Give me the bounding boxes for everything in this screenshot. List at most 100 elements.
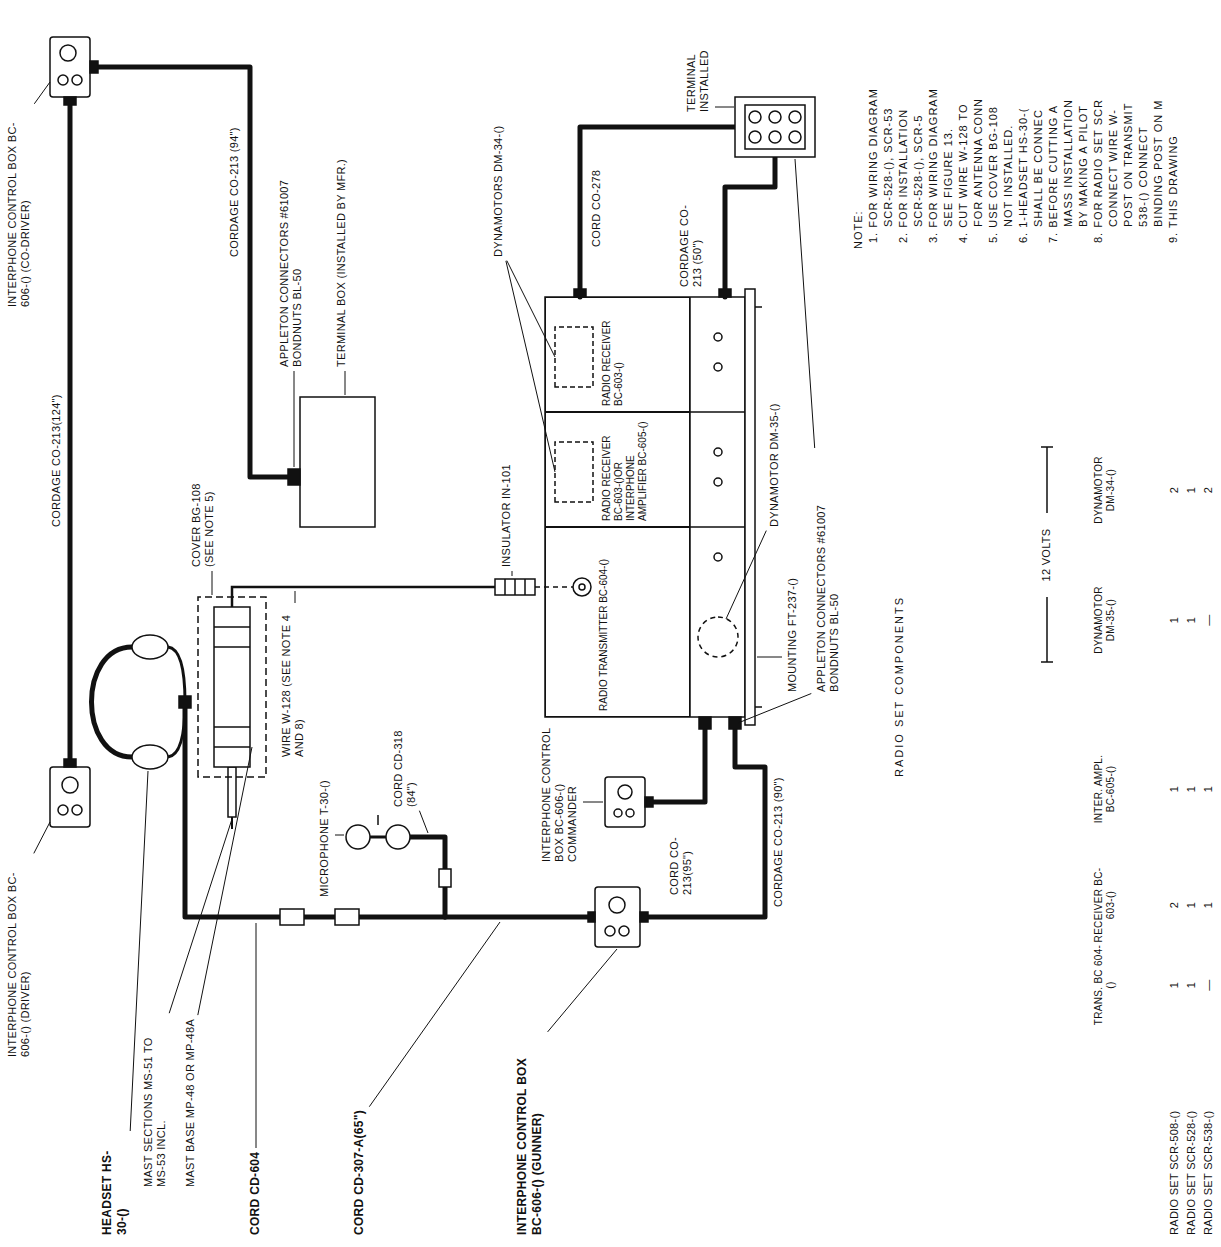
terminal-installed-block: [735, 97, 815, 157]
callout-label: APPLETON CONNECTORS #61007 BONDNUTS BL-5…: [815, 452, 841, 692]
callout-label: INTERPHONE CONTROL BOX BC-606-() (DRIVER…: [6, 857, 32, 1057]
callout-label: CORD CD-604: [248, 1152, 263, 1235]
panel-label: RADIO TRANSMITTER BC-604-(): [598, 528, 610, 716]
leader-line: [212, 571, 213, 595]
cordage-runs: [70, 67, 775, 917]
note-text: NOTE:: [852, 210, 865, 249]
leader-line: [512, 571, 513, 576]
callout-label: APPLETON CONNECTORS #61007 BONDNUTS BL-5…: [278, 127, 304, 367]
terminal-box-mfr: [288, 397, 375, 527]
leader-line: [715, 107, 734, 108]
callout-label: TRANS. BC 604-(): [1093, 943, 1117, 1027]
callout-label: MAST BASE MP-48 OR MP-48A: [184, 1019, 197, 1187]
cord-plugs: [280, 869, 451, 925]
table-cell: —: [1202, 608, 1215, 632]
note-text: MASS INSTALLATION: [1062, 99, 1075, 227]
table-cell: 1: [1185, 478, 1198, 502]
callout-label: INTERPHONE CONTROL BOX BC-606-() (CO-DRI…: [6, 107, 32, 307]
leader-line: [548, 949, 617, 1032]
callout-label: CORD CO-213(95"): [668, 810, 694, 895]
leader-line: [345, 371, 346, 395]
note-text: 3. FOR WIRING DIAGRAM: [927, 88, 940, 243]
note-text: 6. 1-HEADSET HS-30-(: [1017, 108, 1030, 243]
note-text: SEE FIGURE 13.: [942, 128, 955, 227]
callout-label: HEADSET HS-30-(): [100, 1135, 130, 1235]
callout-label: RADIO SET SCR-528-(): [1185, 1111, 1198, 1235]
callout-label: RADIO SET COMPONENTS: [893, 596, 906, 777]
note-text: CONNECT WIRE W-: [1107, 109, 1120, 227]
microphone-symbol: [346, 815, 410, 849]
table-bracket: [1041, 447, 1053, 662]
note-text: 4. CUT WIRE W-128 TO: [957, 103, 970, 243]
table-cell: 1: [1168, 777, 1181, 801]
interphone-box-gunner: [588, 887, 648, 947]
callout-label: CORDAGE CO-213(124"): [50, 394, 63, 527]
callout-label: RADIO SET SCR-538-(): [1202, 1111, 1215, 1235]
note-text: 538-() CONNECT: [1137, 126, 1150, 227]
table-cell: 2: [1168, 478, 1181, 502]
callout-label: CORD CD-318 (84"): [392, 707, 418, 807]
leader-line: [726, 531, 766, 619]
note-text: POST ON TRANSMIT: [1122, 103, 1135, 227]
note-text: NOT INSTALLED.: [1002, 125, 1015, 227]
note-text: FOR ANTENNA CONN: [972, 98, 985, 227]
callout-label: DYNAMOTOR DM-35-(): [768, 403, 781, 527]
insulator-symbol: [495, 579, 535, 595]
panel-label: RADIO RECEIVER BC-603-(): [601, 298, 625, 411]
leader-line: [583, 802, 603, 803]
callout-label: DYNAMOTOR DM-35-(): [1093, 578, 1117, 662]
leader-line: [34, 82, 50, 104]
leader-line: [294, 371, 295, 467]
note-text: BY MAKING A PILOT: [1077, 105, 1090, 227]
callout-label: CORD CO-278: [590, 170, 603, 247]
interphone-box-driver: [50, 759, 90, 827]
note-text: 1. FOR WIRING DIAGRAM: [867, 88, 880, 243]
callout-label: CORDAGE CO-213 (50"): [678, 187, 704, 287]
leader-line: [795, 159, 815, 448]
table-cell: 1: [1185, 973, 1198, 997]
note-text: 5. USE COVER BG-108: [987, 106, 1000, 243]
callout-label: CORD CD-307-A(65"): [352, 1110, 367, 1235]
leader-line: [295, 591, 296, 603]
table-cell: 2: [1202, 478, 1215, 502]
table-cell: 2: [1168, 893, 1181, 917]
callout-label: DYNAMOTOR DM-34-(): [1093, 448, 1117, 532]
headset-symbol: [92, 635, 192, 769]
note-text: SCR-528-(), SCR-53: [882, 108, 895, 227]
radio-unit-panel: RADIO TRANSMITTER BC-604-(): [545, 527, 690, 717]
radio-unit-panel: RADIO RECEIVER BC-603-(): [545, 297, 690, 412]
table-cell: 1: [1202, 777, 1215, 801]
leader-line: [34, 822, 50, 853]
radio-set-housing: [545, 289, 762, 729]
note-text: SHALL BE CONNEC: [1032, 109, 1045, 227]
radio-unit-panel: RADIO RECEIVER BC-603-()OR INTERPHONE AM…: [545, 412, 690, 527]
note-text: 8. FOR RADIO SET SCR: [1092, 99, 1105, 243]
leader-line: [335, 835, 344, 836]
callout-label: INTERPHONE CONTROL BOX BC-606-() COMMAND…: [540, 722, 579, 862]
note-text: BINDING POST ON M: [1152, 100, 1165, 227]
callout-label: INTER. AMPL. BC-605-(): [1093, 747, 1117, 831]
leader-line: [757, 657, 782, 658]
table-cell: 1: [1185, 608, 1198, 632]
interphone-box-commander: [605, 777, 653, 827]
callout-label: TERMINAL BOX (INSTALLED BY MFR.): [335, 159, 348, 367]
callout-label: MAST SECTIONS MS-51 TO MS-53 INCL.: [142, 1017, 168, 1187]
table-cell: 1: [1168, 973, 1181, 997]
table-cell: 1: [1168, 608, 1181, 632]
callout-label: TERMINAL INSTALLED: [685, 12, 711, 112]
table-cell: 1: [1202, 893, 1215, 917]
callout-label: DYNAMOTORS DM-34-(): [492, 126, 505, 257]
note-text: 9. THIS DRAWING: [1167, 135, 1180, 243]
note-text: SCR-528-(), SCR-5: [912, 115, 925, 227]
callout-label: INSULATOR IN-101: [500, 464, 513, 567]
callout-label: MICROPHONE T-30-(): [318, 780, 331, 897]
callout-label: INTERPHONE CONTROL BOX BC-606-() (GUNNER…: [515, 1035, 545, 1235]
note-text: 7. BEFORE CUTTING A: [1047, 105, 1060, 243]
panel-label: RADIO RECEIVER BC-603-()OR INTERPHONE AM…: [601, 413, 649, 526]
leader-line: [738, 694, 811, 724]
callout-label: WIRE W-128 (SEE NOTE 4 AND 8): [280, 607, 306, 757]
leader-line: [198, 747, 252, 1015]
leader-line: [369, 922, 500, 1107]
callout-label: 12 VOLTS: [1040, 519, 1052, 591]
table-cell: 1: [1185, 777, 1198, 801]
